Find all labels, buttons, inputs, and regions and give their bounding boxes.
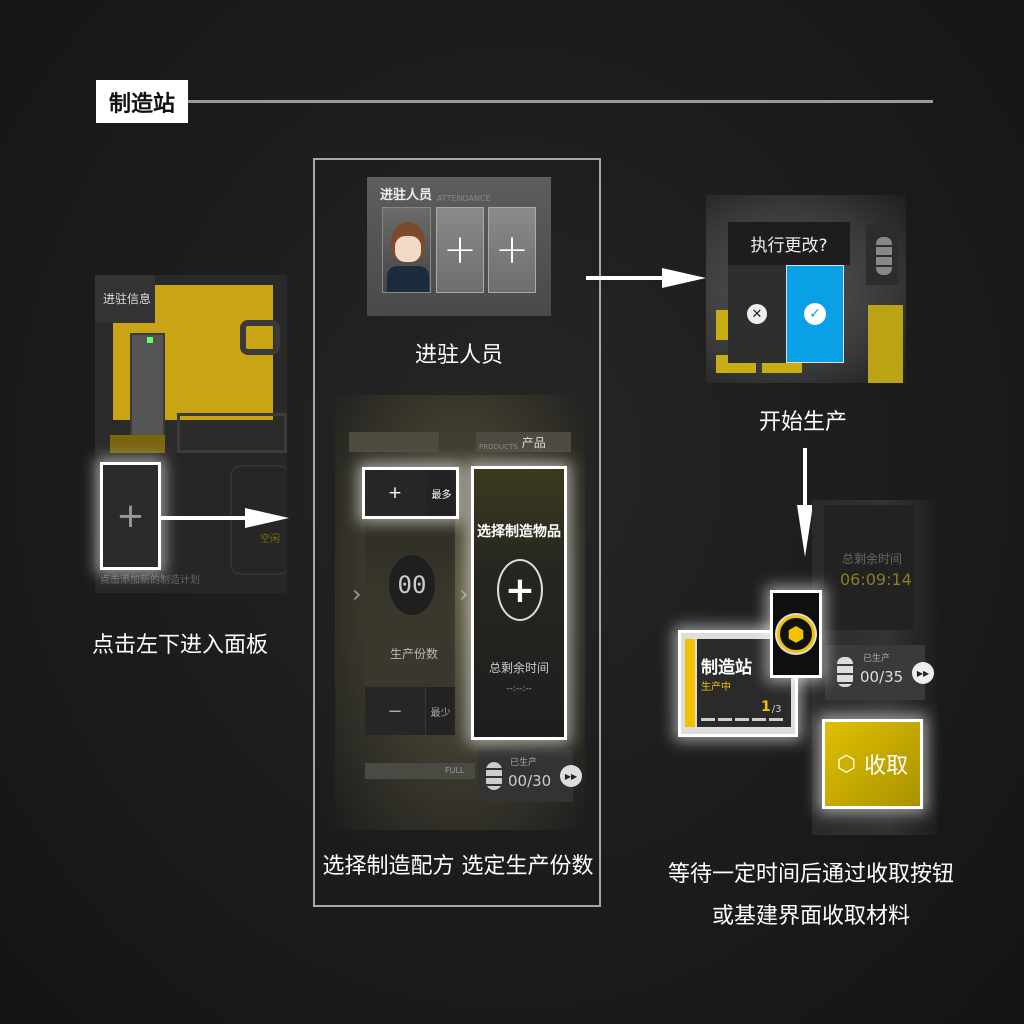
check-icon: ✓ (804, 303, 826, 325)
confirm-button[interactable]: ✓ (786, 265, 844, 363)
storage-stack-icon (486, 762, 502, 790)
produced-label: 已生产 (510, 758, 538, 768)
section-title: 制造站 (96, 80, 188, 123)
remaining-time-label: 总剩余时间 (488, 661, 549, 675)
increase-button[interactable]: + (387, 483, 403, 503)
confirm-prompt: 执行更改? (728, 222, 850, 265)
step4-caption-line1: 等待一定时间后通过收取按钮 (667, 862, 955, 887)
produced-label: 已生产 (863, 654, 891, 664)
remaining-time-label: 总剩余时间 (842, 552, 903, 566)
collect-label: 收取 (864, 754, 909, 779)
title-divider (188, 100, 933, 103)
count-display: 00 (389, 555, 435, 615)
arrow-right-1 (161, 516, 251, 520)
confirm-preview: 执行更改? ✕ ✓ (706, 195, 906, 383)
arrow-head-down (797, 505, 813, 557)
step4-caption-line2: 或基建界面收取材料 (711, 904, 911, 929)
chevron-right-icon: › (352, 580, 362, 608)
max-button[interactable]: 最多 (427, 470, 456, 516)
cancel-button[interactable]: ✕ (728, 265, 786, 363)
count-label: 生产份数 (390, 647, 439, 661)
arrow-right-2 (586, 276, 666, 280)
storage-stack-icon (837, 657, 853, 687)
hexagon-cluster-icon: ⬡ (836, 751, 857, 777)
step2-frame (313, 158, 601, 907)
step3-caption: 开始生产 (758, 410, 848, 435)
fast-forward-button[interactable]: ▶▶ (912, 662, 934, 684)
idle-status: 空闲 (260, 534, 280, 545)
station-name: 制造站 (701, 658, 752, 678)
arrow-down (803, 448, 807, 508)
quantity-top-bar: + 最多 (362, 467, 459, 519)
produced-counter: 已生产 00/30 (478, 750, 573, 802)
station-status: 生产中 (701, 682, 731, 693)
select-product-button[interactable]: 选择制造物品 + 总剩余时间 --:--:-- (471, 466, 567, 740)
operator-avatar[interactable] (382, 207, 431, 293)
attendance-panel: 进驻人员 ATTENDANCE + + (367, 177, 551, 316)
add-production-plan-button[interactable]: + (100, 462, 161, 570)
produced-value: 00/35 (860, 668, 904, 686)
products-label: 产品 (521, 436, 546, 450)
step2-caption: 选择制造配方 选定生产份数 (322, 854, 594, 879)
step1-caption: 点击左下进入面板 (91, 633, 269, 658)
attendance-title: 进驻人员 (380, 188, 433, 203)
collect-button[interactable]: ⬡ 收取 (822, 719, 923, 809)
arrow-head-2 (662, 268, 706, 288)
produced-value: 00/30 (508, 772, 552, 790)
add-plan-hint: 点击添加新的制造计划 (100, 575, 200, 586)
min-button[interactable]: 最少 (426, 687, 455, 735)
plus-circle-icon: + (497, 559, 543, 621)
manufacturing-status-icon[interactable]: ⬢ (770, 590, 822, 678)
arrow-head-1 (245, 508, 289, 528)
remaining-time-value: --:--:-- (506, 684, 532, 694)
products-label-en: PRODUCTS (479, 443, 518, 451)
fast-forward-button[interactable]: ▶▶ (560, 765, 582, 787)
storage-stack-icon (876, 237, 892, 275)
attendance-info-label: 进驻信息 (103, 292, 152, 306)
hexagon-icon: ⬢ (777, 615, 815, 653)
decrease-button[interactable]: − (365, 687, 425, 735)
station-capacity: /3 (771, 704, 782, 715)
attendance-caption: 进驻人员 (414, 343, 504, 368)
remaining-time-value: 06:09:14 (840, 570, 912, 589)
full-label: FULL (445, 766, 465, 775)
select-item-label: 选择制造物品 (477, 524, 561, 540)
attendance-header: 进驻人员 ATTENDANCE (380, 184, 491, 203)
products-header: PRODUCTS 产品 (479, 434, 546, 451)
close-icon: ✕ (747, 304, 767, 324)
production-panel: PRODUCTS 产品 › › 00 生产份数 − 最少 FULL 已生产 00… (335, 395, 585, 830)
station-workers: 1 (761, 699, 771, 715)
count-value: 00 (397, 571, 427, 599)
chevron-right-icon: › (459, 580, 469, 608)
station-occupancy: 1 /3 (761, 699, 781, 715)
attendance-subtitle: ATTENDANCE (437, 194, 491, 203)
add-operator-slot[interactable]: + (488, 207, 536, 293)
produced-counter: 已生产 00/35 (825, 645, 925, 700)
add-operator-slot[interactable]: + (436, 207, 484, 293)
